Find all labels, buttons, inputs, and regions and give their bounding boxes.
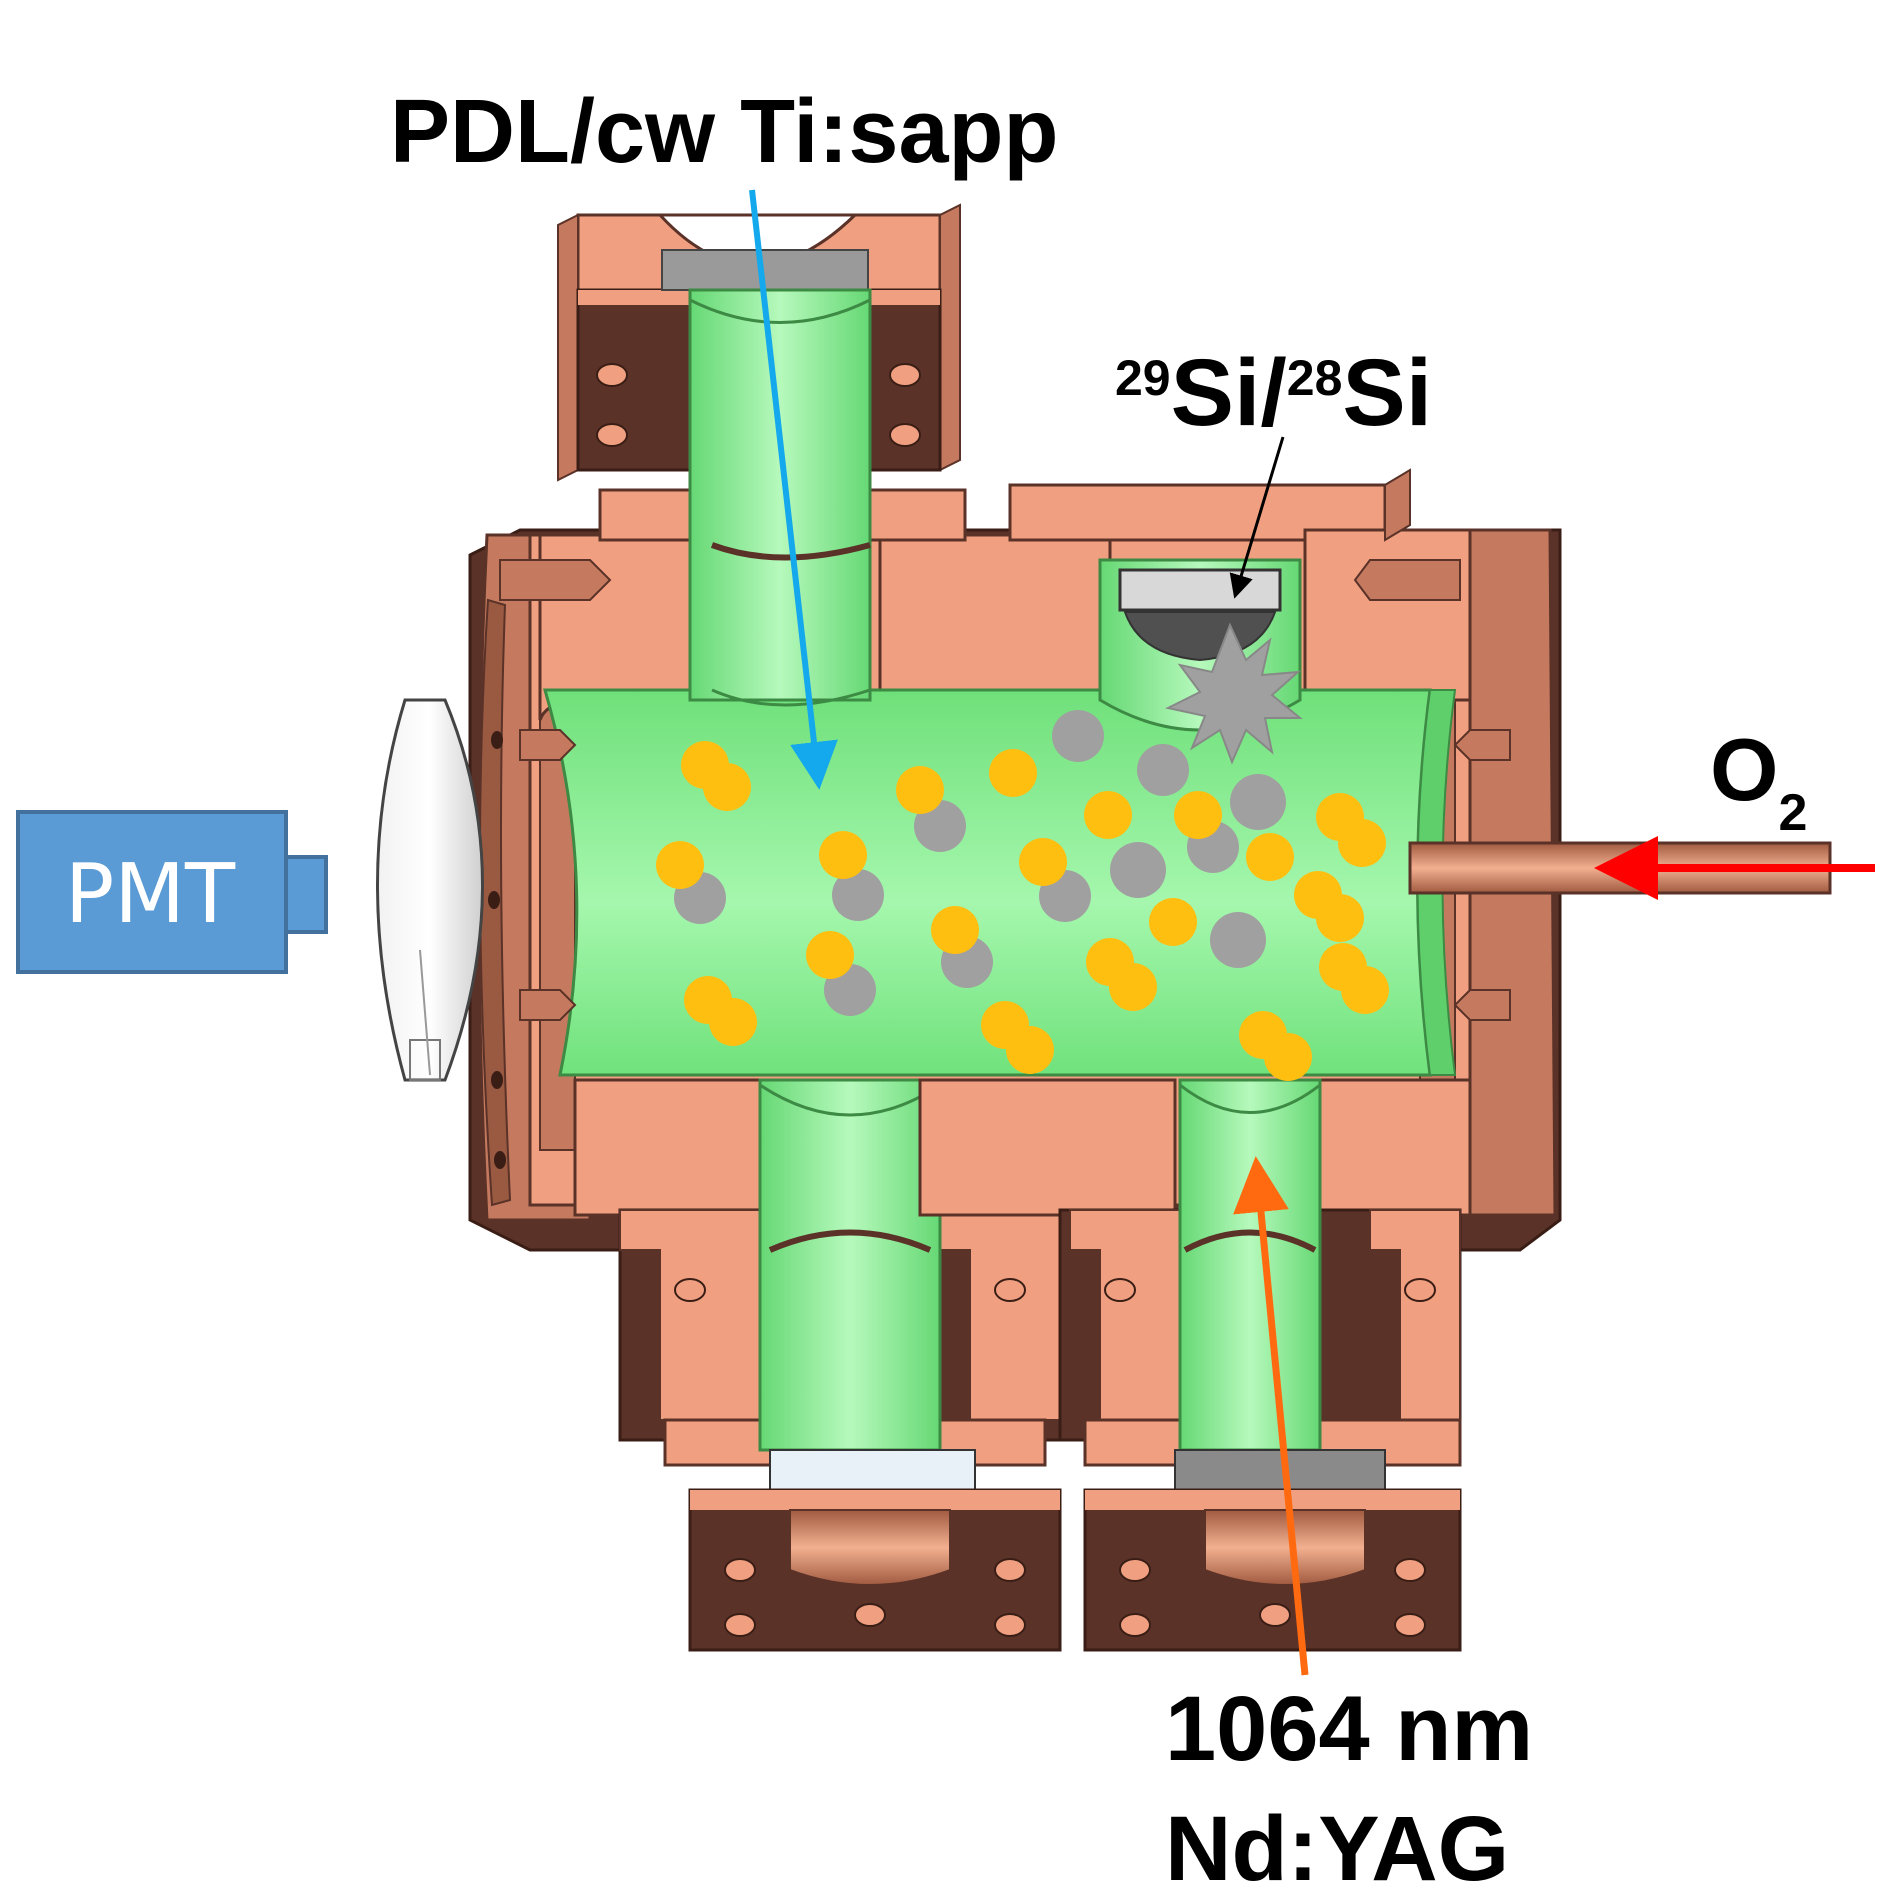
target-mass-29: 29 xyxy=(1115,350,1171,406)
probe-laser-arrow xyxy=(749,189,838,790)
particles xyxy=(656,710,1389,1081)
ablation-laser-arrow xyxy=(1233,1156,1309,1676)
target-label: 29Si/28Si xyxy=(1115,340,1432,446)
target-pointer-arrow xyxy=(1229,436,1285,599)
plasma-burst-icon xyxy=(1165,622,1303,765)
bottom-right-port xyxy=(1058,1078,1472,1652)
target-mass-28: 28 xyxy=(1287,350,1343,406)
probe-laser-label: PDL/cw Ti:sapp xyxy=(390,82,1058,182)
oxygen-particles xyxy=(656,741,1389,1081)
top-probe-port xyxy=(557,203,967,707)
target-element-1: Si/ xyxy=(1171,340,1287,446)
gas-label: O2 xyxy=(1710,720,1807,842)
pmt-detector: PMT xyxy=(16,810,328,974)
pmt-label: PMT xyxy=(65,847,236,942)
bottom-center-block xyxy=(918,1078,1177,1217)
gas-label-sub: 2 xyxy=(1778,784,1807,842)
ablation-label-line2: Nd:YAG xyxy=(1165,1798,1509,1890)
target-element-2: Si xyxy=(1342,340,1432,446)
lens xyxy=(376,698,484,1082)
ablation-label-line1: 1064 nm xyxy=(1165,1678,1533,1780)
left-flange-face xyxy=(478,598,512,1207)
gas-label-main: O xyxy=(1710,720,1778,819)
